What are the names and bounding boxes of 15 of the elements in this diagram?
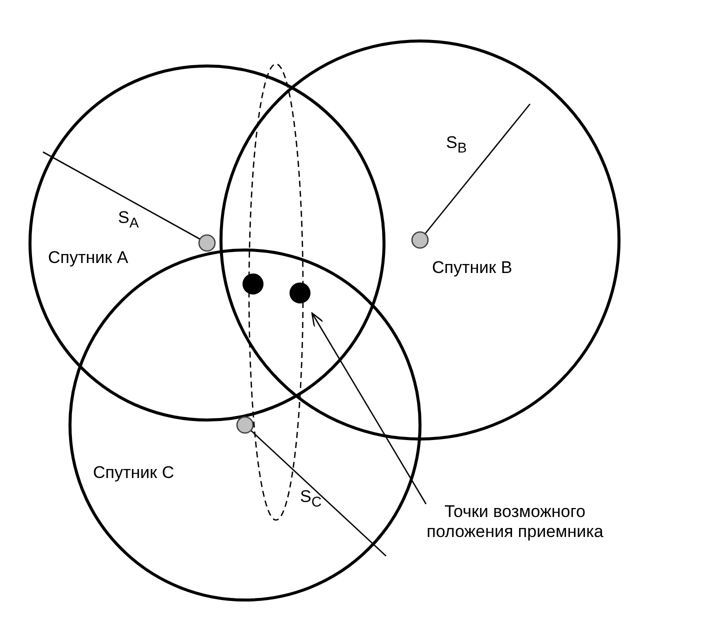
satellite-dot (411, 231, 429, 249)
receiver-dot (290, 282, 310, 304)
leader-arrow (311, 312, 427, 504)
radius-label: S$_{A}$ (118, 208, 139, 234)
satellite-dot (198, 234, 216, 252)
receiver-dot (242, 274, 264, 294)
satellite-label: Спутник B (432, 258, 512, 278)
radius-label: S$_{C}$ (300, 487, 322, 512)
range-circle (220, 40, 620, 440)
radius-label: S$_{B}$ (446, 133, 467, 158)
callout-text: Точки возможного положения приемника (420, 502, 610, 542)
satellite-label: Спутник A (48, 248, 128, 268)
satellite-dot (236, 416, 254, 434)
range-circle (28, 64, 386, 422)
satellite-label: Спутник C (93, 463, 174, 483)
